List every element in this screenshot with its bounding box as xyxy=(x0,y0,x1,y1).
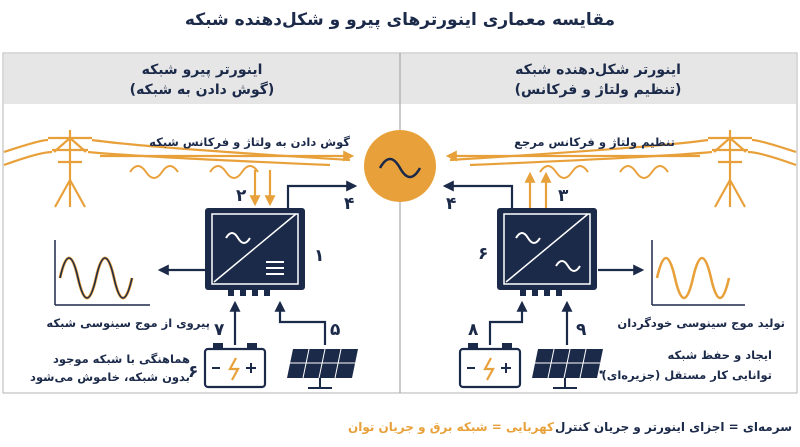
left-desc-line1: هماهنگی با شبکه موجود xyxy=(52,352,190,366)
solar-panel-icon xyxy=(532,348,603,389)
left-heading-line1: اینورتر پیرو شبکه xyxy=(141,62,263,78)
label-number-2: ۲ xyxy=(236,186,247,206)
page-title: مقایسه معماری اینورترهای پیرو و شکل‌دهند… xyxy=(184,10,616,30)
label-number-4-right: ۴ xyxy=(446,194,457,214)
left-desc-line2: بدون شبکه، خاموش می‌شود xyxy=(30,370,190,384)
sine-graph-right xyxy=(651,240,745,306)
grid-wave xyxy=(539,165,589,179)
right-desc-line2: توانایی کار مستقل (جزیره‌ای) xyxy=(601,368,772,382)
solar-arrow-left xyxy=(274,300,327,345)
label-number-8: ۸ xyxy=(468,320,479,340)
battery-icon xyxy=(203,343,267,389)
feedback-arrow-4-left xyxy=(286,180,358,208)
feedback-arrow-4-right xyxy=(442,180,514,208)
legend-amber: کهربایی = شبکه برق و جریان توان xyxy=(347,420,554,434)
right-grid-label: تنظیم ولتاژ و فرکانس مرجع xyxy=(514,135,675,149)
grid-wave xyxy=(619,165,669,179)
inverter-icon xyxy=(205,208,305,296)
grid-wave xyxy=(129,165,179,179)
ac-sine-icon xyxy=(364,130,436,202)
left-grid-label: گوش دادن به ولتاژ و فرکانس شبکه xyxy=(149,135,350,149)
panel-frame xyxy=(2,52,798,394)
legend-navy: سرمه‌ای = اجزای اینورتر و جریان کنترل xyxy=(555,420,792,434)
label-number-7: ۷ xyxy=(214,320,225,340)
label-number-6-right: ۶ xyxy=(478,244,489,264)
left-heading-line2: (گوش دادن به شبکه) xyxy=(129,82,275,98)
right-heading-line1: اینورتر شکل‌دهنده شبکه xyxy=(515,62,681,78)
battery-arrow-right xyxy=(488,300,528,345)
right-desc-line1: ایجاد و حفظ شبکه xyxy=(667,348,772,362)
label-number-4: ۴ xyxy=(344,194,355,214)
label-number-0: ۰ xyxy=(596,362,607,382)
solar-panel-icon xyxy=(287,348,358,389)
right-wave-caption: تولید موج سینوسی خودگردان xyxy=(617,316,785,330)
inverter-icon xyxy=(497,208,597,296)
label-number-1: ۱ xyxy=(314,246,325,266)
label-number-3: ۳ xyxy=(558,186,569,206)
battery-icon xyxy=(458,343,522,389)
grid-wave xyxy=(209,165,259,179)
label-number-5: ۵ xyxy=(330,320,341,340)
left-wave-caption: پیروی از موج سینوسی شبکه xyxy=(46,316,210,330)
label-number-6: ۶ xyxy=(188,362,199,382)
label-number-9: ۹ xyxy=(576,320,587,340)
right-heading-line2: (تنظیم ولتاژ و فرکانس) xyxy=(514,82,682,98)
sine-graph-left xyxy=(54,240,150,306)
